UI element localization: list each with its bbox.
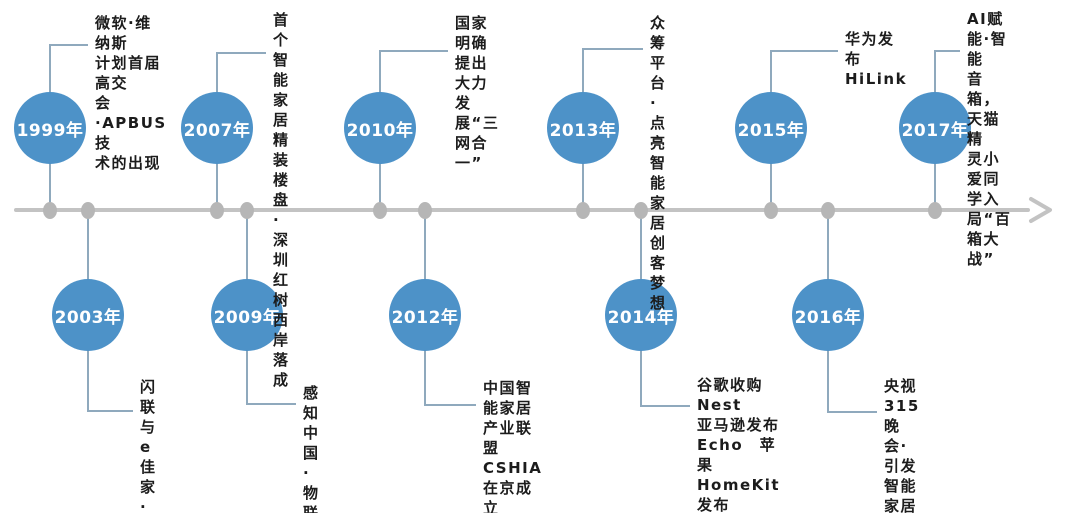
year-circle: 2017年 <box>899 92 971 164</box>
year-circle: 2010年 <box>344 92 416 164</box>
connector-horizontal-line <box>641 405 690 407</box>
year-circle: 2014年 <box>605 279 677 351</box>
connector-horizontal-line <box>88 410 133 412</box>
connector-horizontal-line <box>935 50 960 52</box>
year-label: 2010年 <box>346 120 414 141</box>
year-label: 1999年 <box>16 120 84 141</box>
event-description: 闪联与e佳 家·网络家 电标准之争 <box>140 378 157 513</box>
event-description: 谷歌收购Nest 亚马逊发布 Echo 苹果 HomeKit发布 京东超级APP… <box>697 376 781 513</box>
year-label: 2014年 <box>607 307 675 328</box>
connector-horizontal-line <box>247 403 296 405</box>
event-description: 华为发布 HiLink <box>845 30 908 88</box>
axis-dot <box>373 202 387 219</box>
year-circle: 2012年 <box>389 279 461 351</box>
axis-dot <box>418 202 432 219</box>
event-description: 感知中国·物 联网概念提出 <box>303 384 320 513</box>
year-label: 2012年 <box>391 307 459 328</box>
event-description: 微软·维纳斯 计划首届高交 会·APBUS技 术的出现 <box>95 14 167 172</box>
axis-dot <box>576 202 590 219</box>
year-label: 2003年 <box>54 307 122 328</box>
connector-horizontal-line <box>50 44 88 46</box>
timeline-axis-line <box>14 208 1030 212</box>
year-label: 2017年 <box>901 120 969 141</box>
year-label: 2016年 <box>794 307 862 328</box>
connector-horizontal-line <box>217 52 266 54</box>
arrow-right-icon <box>1029 197 1052 223</box>
year-circle: 2013年 <box>547 92 619 164</box>
connector-horizontal-line <box>771 50 838 52</box>
event-description: 首个智能家居 精装楼盘·深 圳红树西岸落 成 <box>273 11 290 389</box>
axis-dot <box>764 202 778 219</box>
year-label: 2015年 <box>737 120 805 141</box>
axis-dot <box>210 202 224 219</box>
year-circle: 2009年 <box>211 279 283 351</box>
event-description: AI赋能·智能 音箱，天猫精 灵小爱同学入 局“百箱大战” <box>967 10 1012 268</box>
year-label: 2009年 <box>213 307 281 328</box>
year-circle: 2003年 <box>52 279 124 351</box>
year-circle: 2015年 <box>735 92 807 164</box>
event-description: 央视315晚 会·引发智能 家居安全性关 注 <box>884 377 920 513</box>
axis-dot <box>821 202 835 219</box>
event-description: 国家明确提出 大力发展“三 网合一” <box>455 14 500 172</box>
year-label: 2007年 <box>183 120 251 141</box>
connector-horizontal-line <box>583 48 643 50</box>
year-circle: 2007年 <box>181 92 253 164</box>
year-circle: 2016年 <box>792 279 864 351</box>
event-description: 中国智能家居 产业联盟CSHIA 在京成立 <box>483 379 543 513</box>
axis-dot <box>634 202 648 219</box>
year-circle: 1999年 <box>14 92 86 164</box>
year-label: 2013年 <box>549 120 617 141</box>
axis-dot <box>81 202 95 219</box>
event-description: 众筹平台·点 亮智能家居创 客梦想 <box>650 14 667 312</box>
connector-horizontal-line <box>380 50 448 52</box>
axis-dot <box>43 202 57 219</box>
connector-horizontal-line <box>425 404 476 406</box>
connector-horizontal-line <box>828 411 877 413</box>
axis-dot <box>240 202 254 219</box>
axis-dot <box>928 202 942 219</box>
